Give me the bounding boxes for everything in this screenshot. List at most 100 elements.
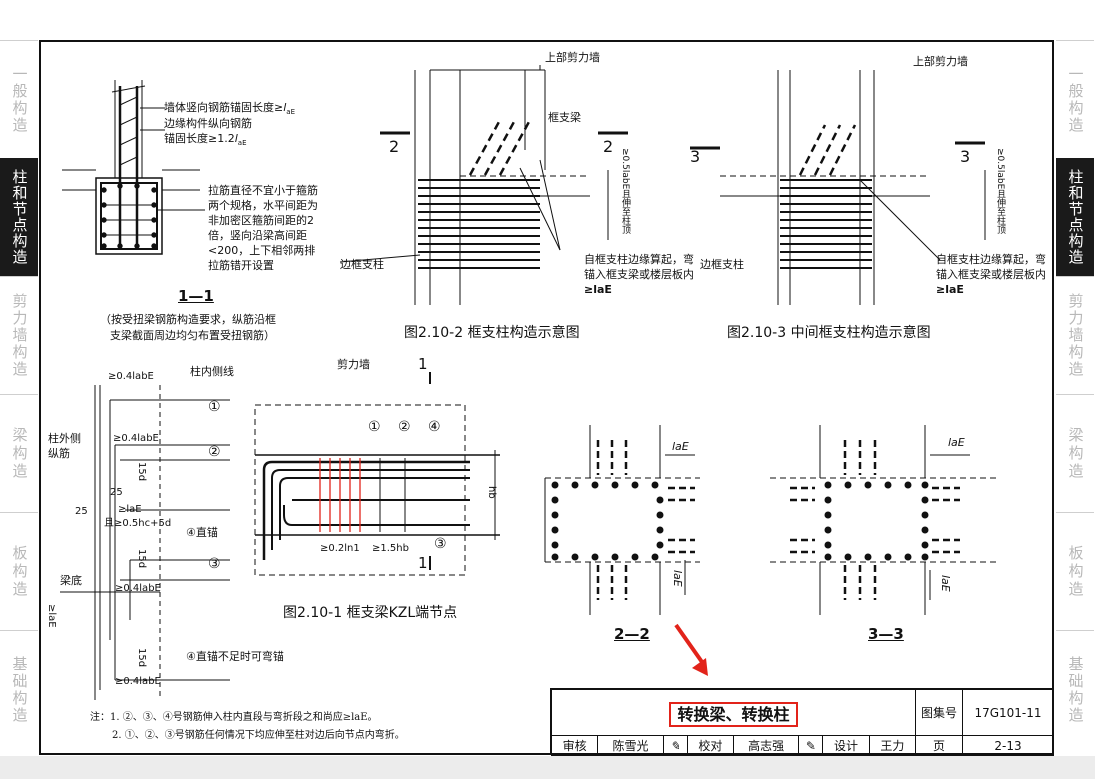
fig1-marker-beam-1: ①	[368, 419, 381, 435]
fig3-top-wall-label: 上部剪力墙	[913, 55, 968, 68]
fig1-beam-bottom: 梁底	[60, 574, 82, 587]
sec33-dim-vert: laE	[939, 575, 952, 592]
fig3-section-mark-right: 3	[960, 147, 971, 166]
section-1-1-drawing	[62, 80, 205, 255]
page-number: 2-13	[962, 735, 1054, 756]
design-label: 设计	[822, 735, 870, 756]
tab-beam-right[interactable]: 梁构造	[1056, 394, 1094, 512]
fig1-dim-2: 15d	[136, 462, 147, 482]
note-line-2: 2. ①、②、③号钢筋任何情况下均应伸至柱对边后向节点内弯折。	[112, 730, 405, 741]
page-label: 页	[915, 735, 963, 756]
fig2-top-wall-label: 上部剪力墙	[545, 51, 600, 64]
fig2-caption: 图2.10-2 框支柱构造示意图	[404, 325, 580, 341]
fig2-note-3: ≥laE	[584, 283, 612, 296]
bottom-strip	[0, 756, 1095, 779]
fig-2-10-3-drawing	[690, 70, 986, 305]
fig1-dim-9: ≥laE	[46, 604, 57, 628]
tab-general-right[interactable]: 一般构造	[1056, 40, 1094, 158]
checker-name: 高志强	[732, 735, 800, 756]
fig2-note-1: 自框支柱边缘算起，弯	[584, 253, 694, 266]
fig1-dim-7: 15d	[136, 549, 147, 569]
fig1-dim-6: 且≥0.5hc+5d	[104, 518, 172, 529]
fig1-dim-8: ≥0.4labE	[115, 583, 161, 594]
fig1-dim-13: ≥1.5hb	[372, 543, 409, 554]
fig2-dim-label: ≥0.5labE且伸至柱顶	[620, 148, 630, 235]
fig3-dim-label: ≥0.5labE且伸至柱顶	[995, 148, 1005, 235]
fig1-wall-label: 剪力墙	[337, 358, 370, 371]
tab-foundation[interactable]: 基础构造	[0, 630, 38, 748]
fig3-note-2: 锚入框支梁或楼层板内	[936, 268, 1046, 281]
red-arrow	[674, 623, 708, 676]
reviewer-name: 陈雪光	[597, 735, 664, 756]
fig1-marker-3: ③	[208, 556, 221, 572]
fig1-straight: ④直锚	[186, 526, 218, 539]
review-label: 审核	[550, 735, 599, 756]
fig3-note-1: 自框支柱边缘算起，弯	[936, 253, 1046, 266]
fig1-col-outer-1: 柱外侧	[48, 432, 81, 445]
section-2-2-title: 2—2	[614, 625, 650, 643]
fig2-section-mark-right: 2	[603, 137, 614, 156]
sec22-dim: laE	[672, 440, 689, 453]
fig1-section-mark-bottom: 1	[418, 554, 428, 572]
fig1-col-inner: 柱内侧线	[190, 365, 234, 378]
atlas-label: 图集号	[915, 689, 963, 736]
section-1-1-remark-1: （按受扭梁钢筋构造要求，纵筋沿框	[100, 313, 276, 326]
note-line-1: 注：1. ②、③、④号钢筋伸入柱内直段与弯折段之和尚应≥laE。	[90, 712, 378, 723]
fig3-caption: 图2.10-3 中间框支柱构造示意图	[727, 325, 931, 341]
fig1-dim-1: ≥0.4labE	[113, 433, 159, 444]
check-label: 校对	[686, 735, 734, 756]
fig1-marker-1: ①	[208, 399, 221, 415]
tab-foundation-right[interactable]: 基础构造	[1056, 630, 1094, 748]
fig1-dim-4: 25	[75, 506, 88, 517]
tab-shear-wall-right[interactable]: 剪力墙构造	[1056, 276, 1094, 394]
fig1-marker-2: ②	[208, 444, 221, 460]
fig-2-10-2-drawing	[339, 65, 628, 305]
drawing-title: 转换梁、转换柱	[669, 701, 798, 727]
section-3-3-drawing	[770, 425, 1000, 615]
fig1-section-mark-top: 1	[418, 355, 428, 373]
fig1-marker-beam-4: ④	[428, 419, 441, 435]
fig1-dim-12: ≥0.2ln1	[320, 543, 360, 554]
fig3-note-3: ≥laE	[936, 283, 964, 296]
note-edge-rebar: 边缘构件纵向钢筋	[164, 117, 252, 130]
fig2-col-label: 边框支柱	[340, 258, 384, 271]
fig1-dim-10: 15d	[136, 648, 147, 668]
fig1-col-outer-2: 纵筋	[48, 447, 70, 460]
tab-shear-wall[interactable]: 剪力墙构造	[0, 276, 38, 394]
fig-2-10-1-drawing	[60, 372, 500, 700]
tab-beam[interactable]: 梁构造	[0, 394, 38, 512]
fig2-note-2: 锚入框支梁或楼层板内	[584, 268, 694, 281]
sec22-dim-vert: laE	[671, 570, 684, 587]
fig1-dim-0: ≥0.4labE	[108, 371, 154, 382]
fig1-marker-beam-2: ②	[398, 419, 411, 435]
fig2-beam-label: 框支梁	[548, 111, 581, 124]
tab-slab-right[interactable]: 板构造	[1056, 512, 1094, 630]
fig1-dim-14: hb	[486, 486, 497, 499]
checker-signature: ✎	[798, 735, 824, 756]
tab-column-joint-right[interactable]: 柱和节点构造	[1056, 158, 1094, 276]
note-edge-anchor: 锚固长度≥1.2laE	[164, 132, 247, 148]
fig1-dim-5: ≥laE	[118, 504, 142, 515]
reviewer-signature: ✎	[662, 735, 688, 756]
fig1-straight-bend: ④直锚不足时可弯锚	[186, 650, 284, 663]
section-1-1-title: 1—1	[178, 287, 214, 305]
sec33-dim: laE	[948, 436, 965, 449]
tab-general[interactable]: 一般构造	[0, 40, 38, 158]
tab-column-joint[interactable]: 柱和节点构造	[0, 158, 38, 276]
title-cell: 转换梁、转换柱	[551, 689, 916, 736]
fig2-section-mark-left: 2	[389, 137, 400, 156]
drawing-frame	[39, 40, 1054, 755]
title-block: 转换梁、转换柱 图集号 17G101-11 审核 陈雪光 ✎ 校对 高志强 ✎ …	[550, 688, 1054, 756]
fig1-caption: 图2.10-1 框支梁KZL端节点	[283, 605, 458, 621]
fig1-dim-11: ≥0.4labE	[115, 676, 161, 687]
fig1-marker-beam-3: ③	[434, 536, 447, 552]
tab-slab[interactable]: 板构造	[0, 512, 38, 630]
designer-name: 王力	[868, 735, 917, 756]
note-wall-anchor: 墙体竖向钢筋锚固长度≥laE	[164, 101, 295, 117]
fig3-section-mark-left: 3	[690, 147, 701, 166]
fig3-col-label: 边框支柱	[700, 258, 744, 271]
section-3-3-title: 3—3	[868, 625, 904, 643]
atlas-number: 17G101-11	[962, 689, 1054, 736]
